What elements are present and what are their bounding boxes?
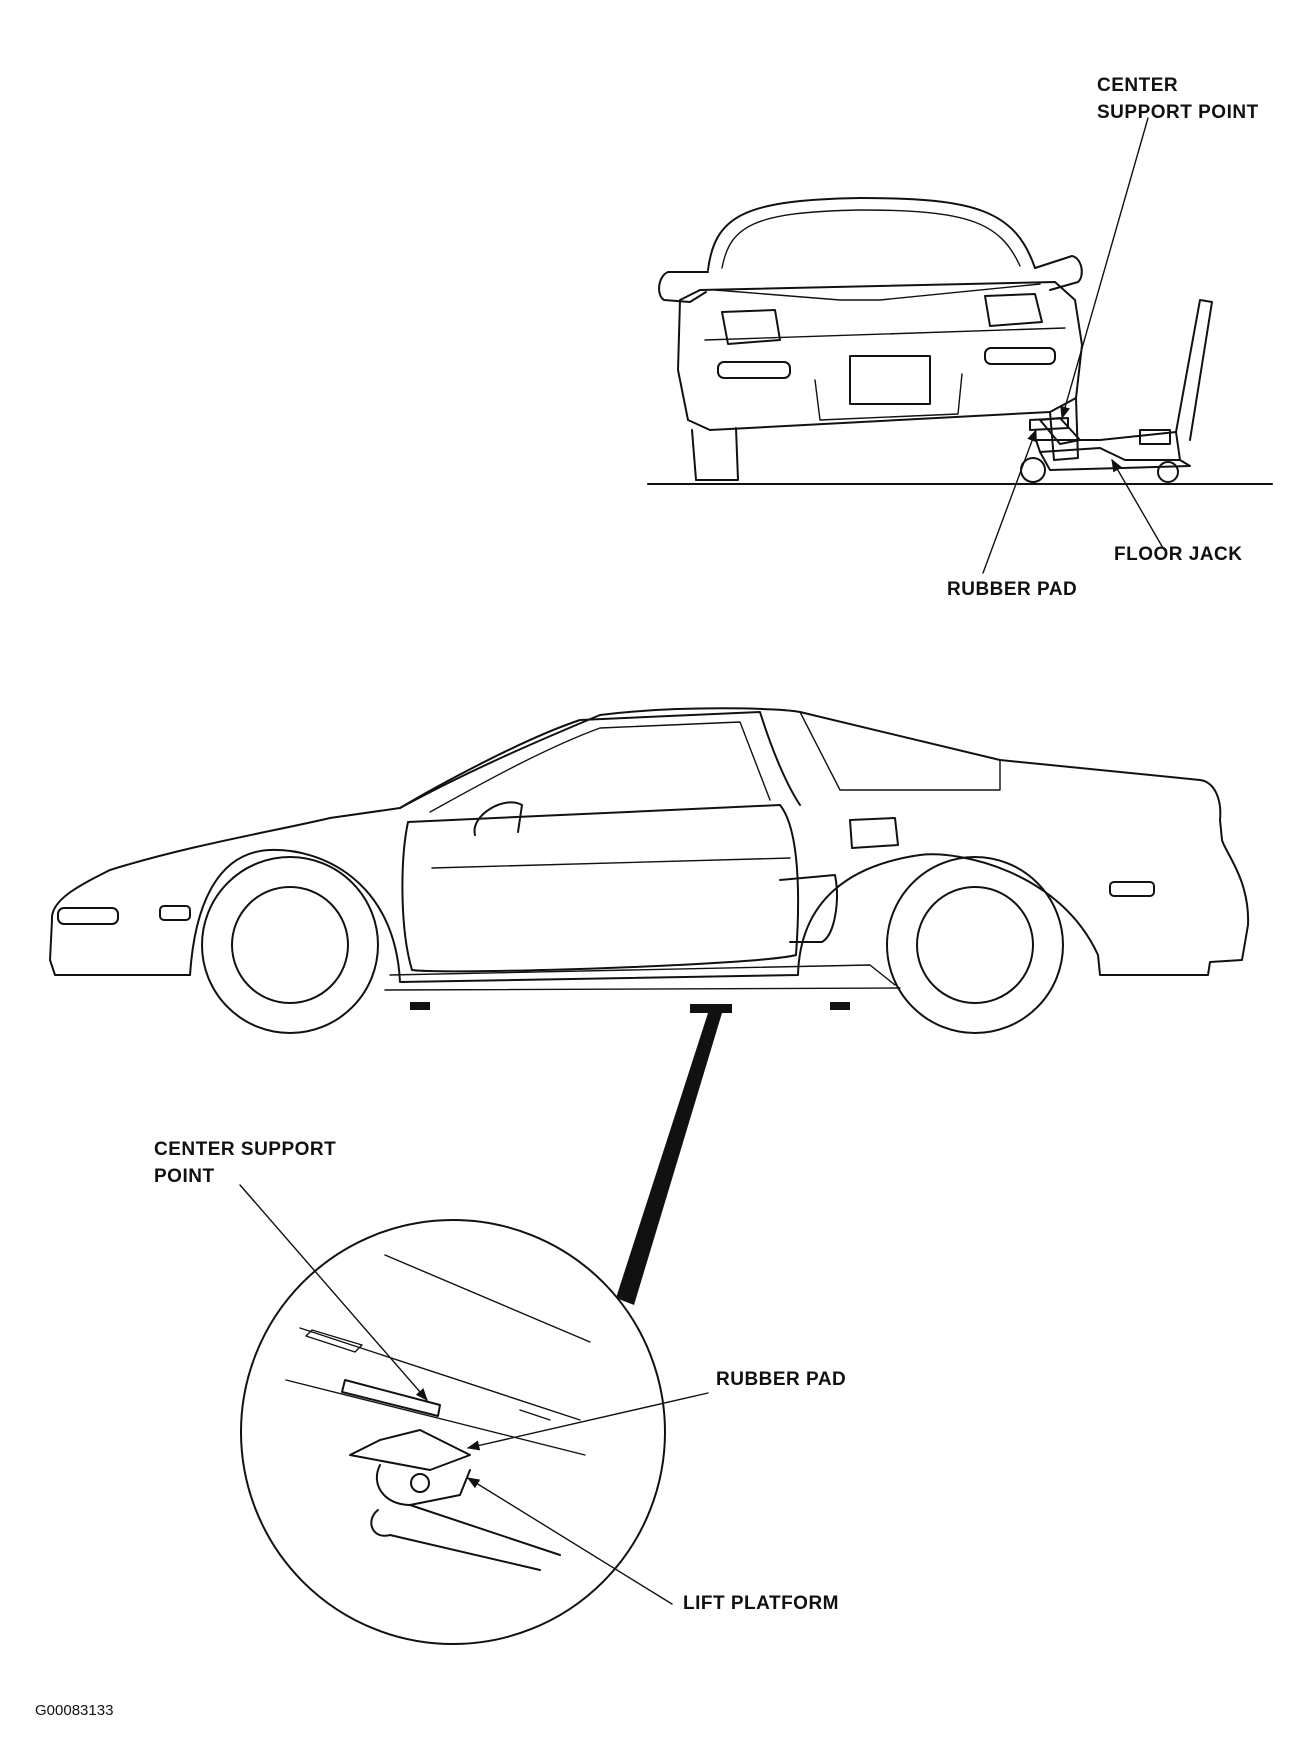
detail-center-support-label: CENTER SUPPORT POINT: [154, 1136, 336, 1190]
front-floor-jack-label: FLOOR JACK: [1114, 544, 1243, 565]
front-center-support-label-line1: CENTER: [1097, 75, 1179, 96]
floor-jack: [1020, 299, 1213, 483]
front-center-support-label-line2: SUPPORT POINT: [1097, 102, 1259, 123]
detail-rubber-pad-label: RUBBER PAD: [716, 1369, 847, 1390]
front-center-support-label: CENTER SUPPORT POINT: [1097, 72, 1259, 126]
detail-lift-platform-label: LIFT PLATFORM: [683, 1593, 840, 1614]
detail-view-illustration: [239, 1184, 709, 1645]
detail-center-support-label-line1: CENTER SUPPORT: [154, 1139, 337, 1160]
detail-center-support-label-line2: POINT: [154, 1166, 215, 1187]
side-view-illustration: [49, 707, 1250, 1305]
front-rubber-pad-label: RUBBER PAD: [947, 579, 1078, 600]
figure-id: G00083133: [35, 1702, 114, 1719]
front-view-illustration: [647, 117, 1273, 574]
